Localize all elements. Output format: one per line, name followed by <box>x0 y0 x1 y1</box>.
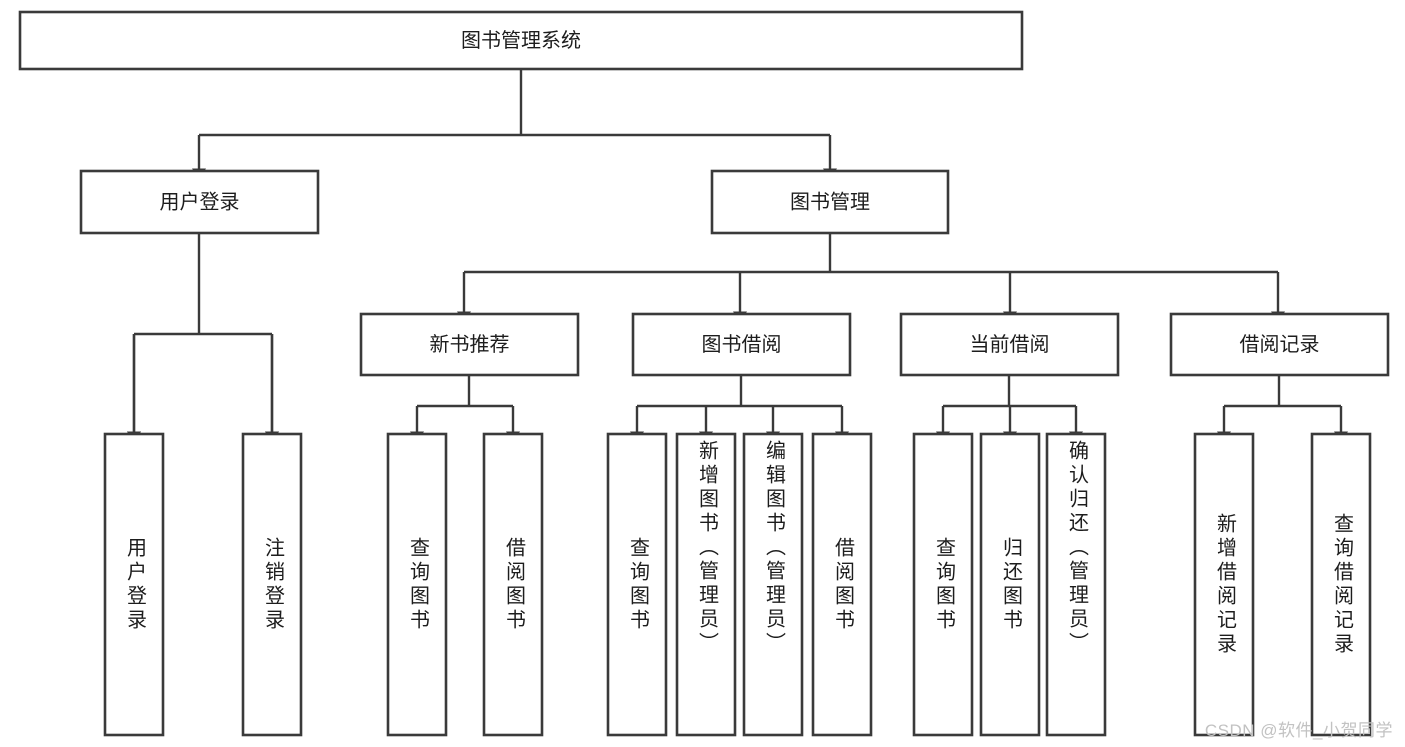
node-box-layer <box>18 10 1390 737</box>
node-label-new-book-recommend: 新书推荐 <box>430 333 510 356</box>
node-box-current-borrow[interactable] <box>899 312 1120 377</box>
leaf-box-leaf-add-borrow-record[interactable] <box>1193 432 1255 737</box>
leaf-box-leaf-add-book[interactable] <box>675 432 737 737</box>
leaf-box-leaf-confirm-return[interactable] <box>1045 432 1107 737</box>
node-label-root: 图书管理系统 <box>461 29 581 52</box>
node-label-current-borrow: 当前借阅 <box>970 333 1050 356</box>
leaf-box-leaf-borrow-book-recommend[interactable] <box>482 432 544 737</box>
leaf-box-leaf-query-book-recommend[interactable] <box>386 432 448 737</box>
node-box-borrow-record[interactable] <box>1169 312 1390 377</box>
node-label-book-manage: 图书管理 <box>790 190 870 213</box>
leaf-box-leaf-user-login[interactable] <box>103 432 165 737</box>
leaf-box-leaf-query-book-current[interactable] <box>912 432 974 737</box>
leaf-box-leaf-user-logout[interactable] <box>241 432 303 737</box>
leaf-box-leaf-edit-book[interactable] <box>742 432 804 737</box>
leaf-box-leaf-query-book-borrow[interactable] <box>606 432 668 737</box>
node-box-user-login[interactable] <box>79 169 320 235</box>
node-box-root[interactable] <box>18 10 1024 71</box>
node-box-book-manage[interactable] <box>710 169 950 235</box>
watermark: CSDN @软件_小贺同学 <box>1204 721 1393 740</box>
node-label-user-login: 用户登录 <box>160 190 240 213</box>
node-box-book-borrow[interactable] <box>631 312 852 377</box>
node-label-book-borrow: 图书借阅 <box>702 333 782 356</box>
node-label-borrow-record: 借阅记录 <box>1240 333 1320 356</box>
connector-layer <box>127 69 1348 443</box>
leaf-box-leaf-query-borrow-record[interactable] <box>1310 432 1372 737</box>
leaf-box-leaf-return-book[interactable] <box>979 432 1041 737</box>
leaf-box-leaf-borrow-book[interactable] <box>811 432 873 737</box>
node-box-new-book-recommend[interactable] <box>359 312 580 377</box>
